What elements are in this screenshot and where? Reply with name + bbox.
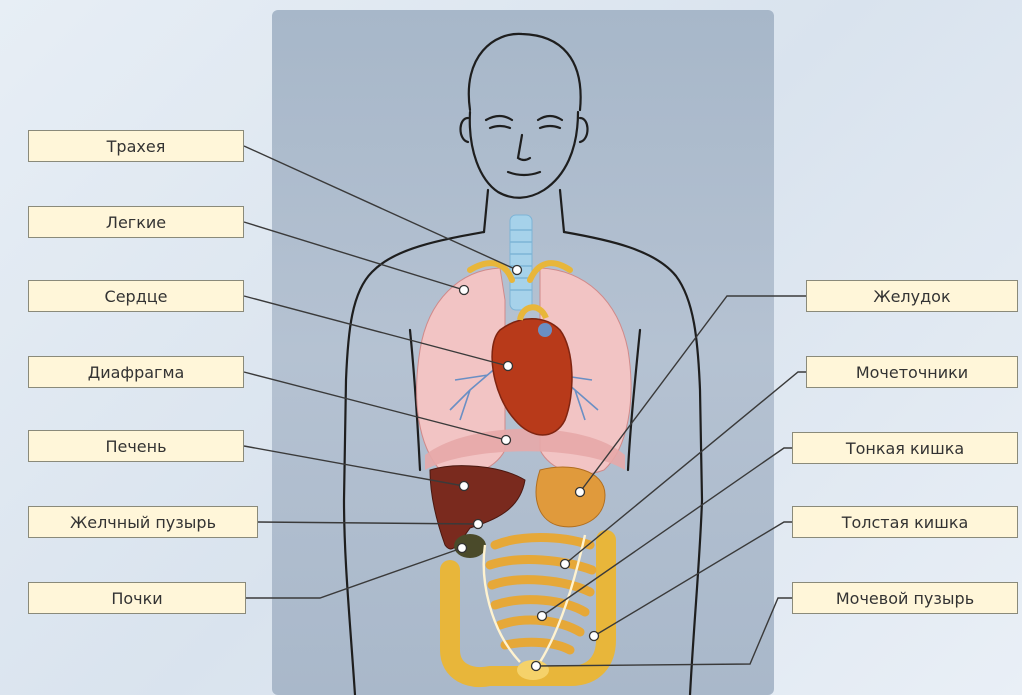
- label-large-intestine: Толстая кишка: [792, 506, 1018, 538]
- marker-lungs: [460, 286, 469, 295]
- leader-lungs: [244, 222, 464, 290]
- marker-bladder: [532, 662, 541, 671]
- label-ureters: Мочеточники: [806, 356, 1018, 388]
- trachea-shape: [510, 215, 532, 310]
- label-stomach: Желудок: [806, 280, 1018, 312]
- label-lungs-text: Легкие: [106, 213, 166, 232]
- label-diaphragm: Диафрагма: [28, 356, 244, 388]
- label-lungs: Легкие: [28, 206, 244, 238]
- marker-ureters: [561, 560, 570, 569]
- label-bladder-text: Мочевой пузырь: [836, 589, 974, 608]
- marker-heart: [504, 362, 513, 371]
- label-gallbladder-text: Желчный пузырь: [70, 513, 216, 532]
- label-bladder: Мочевой пузырь: [792, 582, 1018, 614]
- marker-small-intestine: [538, 612, 547, 621]
- marker-gallbladder: [474, 520, 483, 529]
- marker-trachea: [513, 266, 522, 275]
- label-gallbladder: Желчный пузырь: [28, 506, 258, 538]
- stomach-shape: [536, 467, 605, 527]
- label-liver-text: Печень: [105, 437, 166, 456]
- label-heart-text: Сердце: [105, 287, 168, 306]
- label-liver: Печень: [28, 430, 244, 462]
- marker-kidneys: [458, 544, 467, 553]
- label-small-intestine: Тонкая кишка: [792, 432, 1018, 464]
- label-trachea: Трахея: [28, 130, 244, 162]
- label-diaphragm-text: Диафрагма: [88, 363, 185, 382]
- label-small-intestine-text: Тонкая кишка: [846, 439, 964, 458]
- label-heart: Сердце: [28, 280, 244, 312]
- marker-large-intestine: [590, 632, 599, 641]
- label-ureters-text: Мочеточники: [856, 363, 968, 382]
- leader-large-intestine: [594, 522, 792, 636]
- leader-kidneys: [246, 548, 462, 598]
- marker-diaphragm: [502, 436, 511, 445]
- label-kidneys: Почки: [28, 582, 246, 614]
- label-large-intestine-text: Толстая кишка: [842, 513, 969, 532]
- leader-trachea: [244, 146, 517, 270]
- label-kidneys-text: Почки: [111, 589, 162, 608]
- label-trachea-text: Трахея: [107, 137, 166, 156]
- marker-liver: [460, 482, 469, 491]
- label-stomach-text: Желудок: [873, 287, 950, 306]
- marker-stomach: [576, 488, 585, 497]
